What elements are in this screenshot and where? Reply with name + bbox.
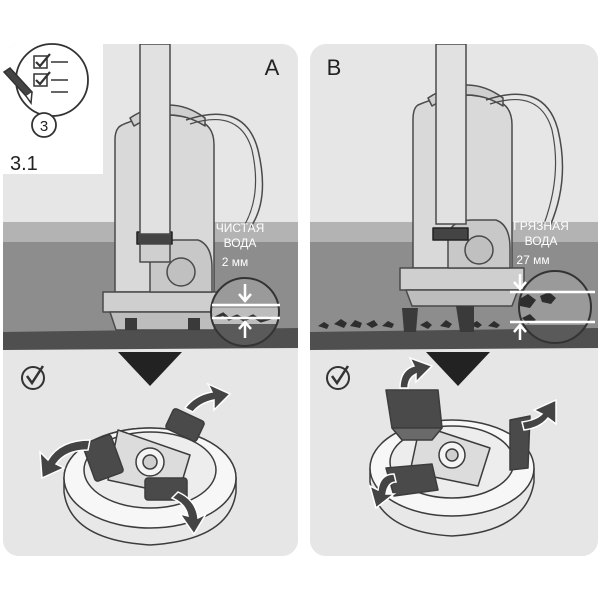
panel-b xyxy=(310,44,598,556)
power-cable xyxy=(185,113,264,229)
power-cable xyxy=(485,93,564,227)
panel-b-water-label-1: ГРЯЗНАЯ xyxy=(513,219,569,233)
debris xyxy=(318,319,500,329)
step-number: 3 xyxy=(40,118,48,135)
discharge-pipe xyxy=(435,44,467,225)
magnifier-a xyxy=(210,277,280,347)
panel-b-gap-label: 27 мм xyxy=(516,253,549,267)
panel-a xyxy=(3,44,298,556)
section-number: 3.1 xyxy=(10,153,38,175)
base-ring-b xyxy=(369,389,535,537)
panel-a-letter: A xyxy=(265,55,280,80)
panel-b-letter: B xyxy=(327,55,342,80)
panel-a-check-icon xyxy=(21,365,45,390)
panel-a-water-label-1: ЧИСТАЯ xyxy=(216,221,265,235)
magnifier-b xyxy=(510,270,595,344)
floor xyxy=(310,328,598,350)
rotate-arrows-a xyxy=(39,382,232,536)
down-arrow-b xyxy=(426,352,490,386)
checklist-pencil-icon xyxy=(2,53,68,106)
discharge-pipe xyxy=(139,44,171,235)
down-arrow-a xyxy=(118,352,182,386)
step-number-circle xyxy=(31,112,57,138)
panel-b-check-icon xyxy=(326,365,350,390)
panel-a-gap-label: 2 мм xyxy=(222,255,249,269)
panel-b-water-label-2: ВОДА xyxy=(525,234,558,248)
panel-a-water-label-2: ВОДА xyxy=(224,236,257,250)
step-badge xyxy=(2,43,89,138)
pull-arrows-b xyxy=(368,356,557,510)
